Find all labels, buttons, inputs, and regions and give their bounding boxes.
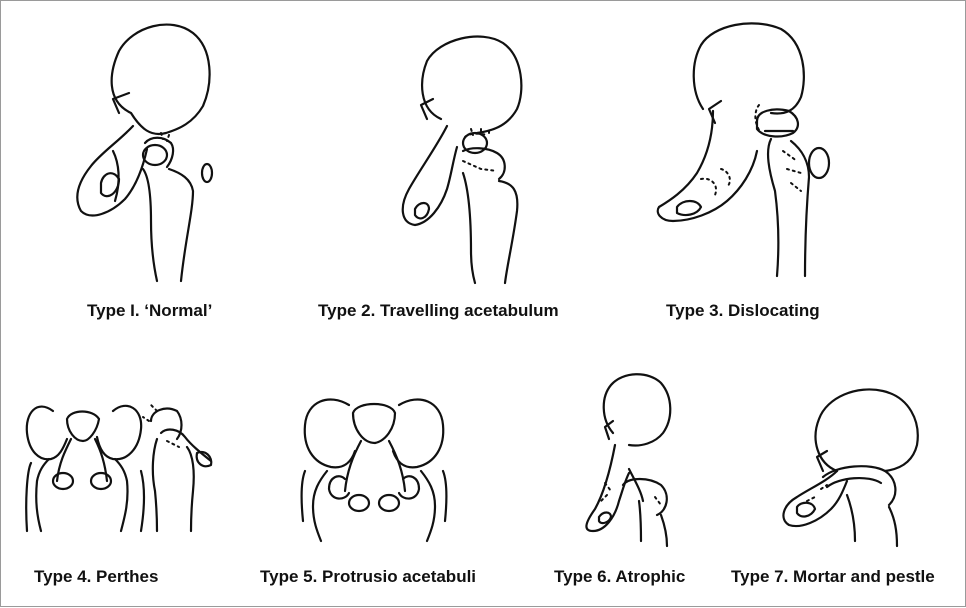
label-type-3-dislocating: Type 3. Dislocating <box>666 301 820 321</box>
drawing-type-4-perthes <box>26 405 211 531</box>
label-type-7-mortar-and-pestle: Type 7. Mortar and pestle <box>731 567 935 587</box>
drawing-type-2-travelling-acetabulum <box>403 37 522 283</box>
drawing-type-6-atrophic <box>586 374 670 546</box>
drawing-type-5-protrusio-acetabuli <box>302 399 447 541</box>
label-type-6-atrophic: Type 6. Atrophic <box>554 567 685 587</box>
drawing-type-1-normal <box>77 25 212 281</box>
label-type-4-perthes: Type 4. Perthes <box>34 567 158 587</box>
drawing-type-3-dislocating <box>658 23 829 276</box>
label-type-2-travelling-acetabulum: Type 2. Travelling acetabulum <box>318 301 559 321</box>
drawing-type-7-mortar-and-pestle <box>783 389 917 546</box>
label-type-5-protrusio-acetabuli: Type 5. Protrusio acetabuli <box>260 567 476 587</box>
label-type-1-normal: Type I. ‘Normal’ <box>87 301 212 321</box>
